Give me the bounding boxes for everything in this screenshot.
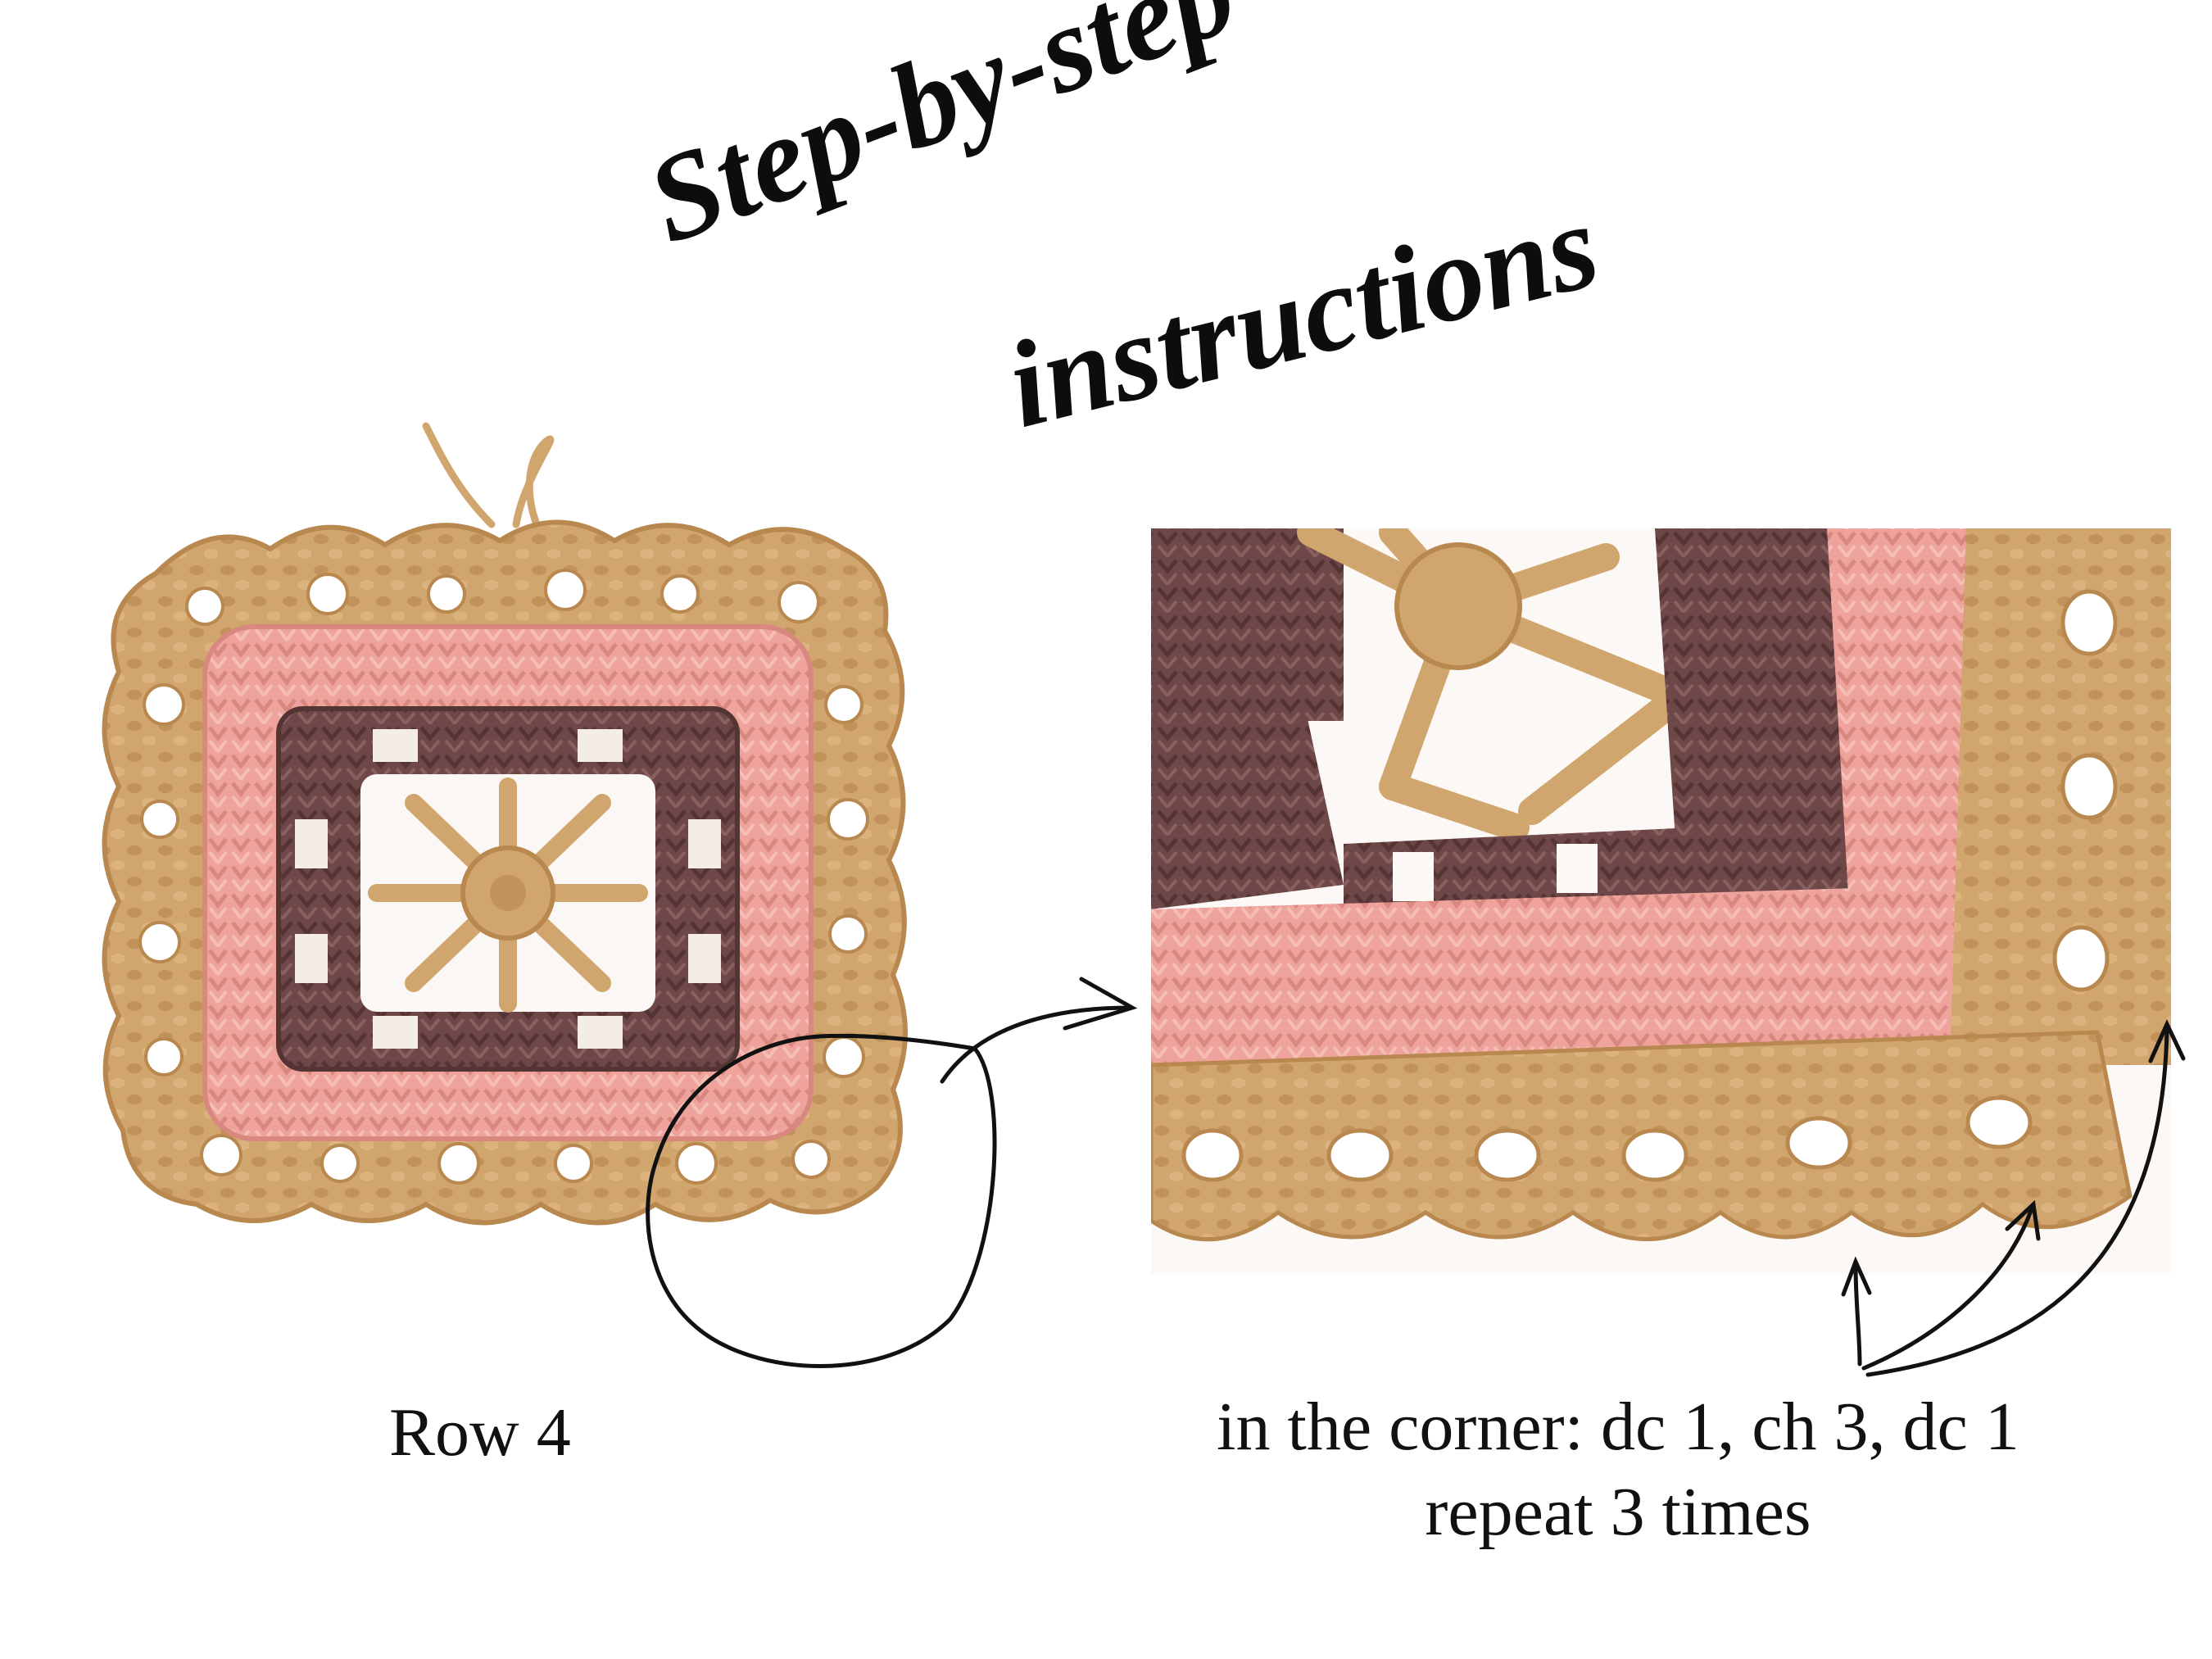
crochet-square-photo — [102, 422, 908, 1226]
zoom-arrow — [940, 977, 1138, 1084]
corner-closeup-photo — [1151, 528, 2171, 1274]
row-caption: Row 4 — [389, 1394, 571, 1471]
zoom-circle — [646, 1033, 997, 1368]
corner-caption: in the corner: dc 1, ch 3, dc 1 repeat 3… — [1131, 1385, 2105, 1555]
corner-caption-line-2: repeat 3 times — [1425, 1474, 1811, 1550]
corner-caption-line-1: in the corner: dc 1, ch 3, dc 1 — [1217, 1389, 2019, 1465]
corner-arrows — [1841, 1019, 2186, 1377]
